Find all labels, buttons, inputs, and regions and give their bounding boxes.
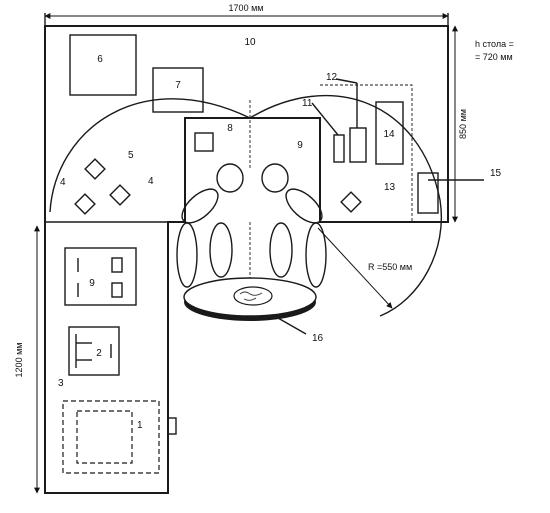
label-16: 16 bbox=[312, 333, 324, 344]
chair-seat bbox=[183, 277, 317, 321]
label-10: 10 bbox=[244, 37, 256, 48]
chair-arm-right-inner bbox=[269, 222, 293, 278]
operator-figure bbox=[176, 163, 327, 288]
item-1-outer-dashed bbox=[62, 400, 160, 474]
label-4b: 4 bbox=[148, 176, 154, 187]
desk-outline bbox=[44, 25, 449, 494]
chair-arm-left-inner bbox=[209, 222, 233, 278]
label-9-top: 9 bbox=[297, 140, 303, 151]
item-1-inner-dashed bbox=[76, 410, 133, 464]
table-height-line2: = 720 мм bbox=[475, 52, 513, 62]
item-12-box bbox=[349, 127, 367, 163]
chair-arm-left-outer bbox=[176, 222, 198, 288]
item-15-box bbox=[417, 172, 439, 214]
label-7: 7 bbox=[175, 80, 181, 91]
table-height-line1: h стола = bbox=[475, 39, 514, 49]
operator-head-left bbox=[216, 163, 244, 193]
reach-zone-arc-right bbox=[249, 95, 442, 317]
item-9-left-box bbox=[64, 247, 137, 306]
leader-11 bbox=[311, 102, 339, 136]
label-2: 2 bbox=[96, 348, 102, 359]
leader-12 bbox=[335, 78, 358, 84]
label-6: 6 bbox=[97, 54, 103, 65]
radius-line bbox=[317, 227, 393, 309]
operator-head-right bbox=[261, 163, 289, 193]
right-zone-dashed bbox=[320, 84, 413, 222]
leader-16 bbox=[277, 317, 307, 335]
chair-seat-center bbox=[233, 286, 273, 306]
label-5: 5 bbox=[128, 150, 134, 161]
reach-zone-arc bbox=[49, 98, 251, 213]
item-13-diamond bbox=[340, 191, 362, 213]
radius-label: R =550 мм bbox=[368, 262, 412, 272]
dimension-top-width: 1700 мм bbox=[44, 3, 449, 26]
operator-arm-right bbox=[285, 188, 323, 224]
label-3: 3 bbox=[58, 378, 64, 389]
dimension-right-depth: 850 мм bbox=[452, 25, 468, 223]
label-13: 13 bbox=[384, 182, 396, 193]
operator-arm-left bbox=[181, 188, 219, 224]
label-14: 14 bbox=[383, 129, 395, 140]
dimension-left-length: 1200 мм bbox=[14, 225, 40, 494]
label-9-left: 9 bbox=[89, 278, 95, 289]
chair-seat-texture bbox=[239, 291, 263, 301]
label-1: 1 bbox=[137, 420, 143, 431]
length-label: 1200 мм bbox=[14, 343, 24, 378]
label-11: 11 bbox=[302, 98, 313, 109]
width-label: 1700 мм bbox=[229, 3, 264, 13]
desk-side-block bbox=[167, 417, 177, 435]
item-8-box bbox=[194, 132, 214, 152]
item-9-small-1 bbox=[111, 257, 123, 273]
item-5-diamond bbox=[84, 158, 106, 180]
item-6-box bbox=[69, 34, 137, 96]
label-15: 15 bbox=[490, 168, 502, 179]
label-4a: 4 bbox=[60, 177, 66, 188]
depth-label: 850 мм bbox=[458, 109, 468, 139]
item-14-box bbox=[375, 101, 404, 165]
item-11-box bbox=[333, 134, 345, 163]
item-9-small-2 bbox=[111, 282, 123, 298]
table-height-note: h стола = = 720 мм bbox=[475, 39, 514, 62]
item-4a-diamond bbox=[74, 193, 96, 215]
item-2-box bbox=[68, 326, 120, 376]
item-4b-diamond bbox=[109, 184, 131, 206]
chair-arm-right-outer bbox=[305, 222, 327, 288]
item-7-box bbox=[152, 67, 204, 113]
label-8: 8 bbox=[227, 123, 233, 134]
label-12: 12 bbox=[326, 72, 338, 83]
